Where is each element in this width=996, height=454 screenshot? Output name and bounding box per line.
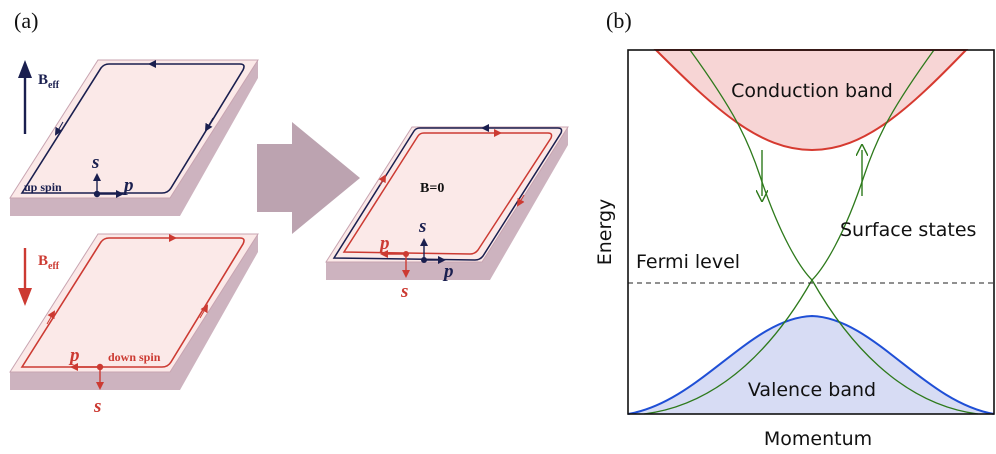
band-plot-frame <box>627 49 995 415</box>
up-spin-label: up spin <box>24 180 62 194</box>
bottom-plate <box>9 233 259 390</box>
valence-band-region <box>628 316 994 414</box>
momentum-axis-label: Momentum <box>764 428 872 450</box>
top-p-label: p <box>122 175 134 196</box>
combined-p-left-label: p <box>378 233 390 254</box>
combined-plate <box>325 124 569 280</box>
combined-p-right-label: p <box>442 261 454 282</box>
valence-band-curve <box>627 314 995 415</box>
beff-down-label: Beff <box>38 253 60 272</box>
energy-axis-label: Energy <box>594 199 616 266</box>
beff-down-arrow <box>18 248 32 306</box>
conduction-band-label: Conduction band <box>731 80 893 102</box>
panel-b-label: (b) <box>606 8 632 33</box>
beff-up-arrow <box>18 60 32 134</box>
down-spin-label: down spin <box>108 350 161 364</box>
surface-state-curve-right <box>643 49 935 415</box>
conduction-band-region <box>653 49 969 152</box>
transition-block-arrow <box>257 122 360 234</box>
beff-up-label: Beff <box>38 72 60 91</box>
bottom-p-label: p <box>68 345 80 366</box>
top-s-label: s <box>91 152 99 173</box>
bottom-s-label: s <box>93 396 101 417</box>
surface-states-label: Surface states <box>840 219 976 241</box>
valence-band-label: Valence band <box>748 379 876 401</box>
surface-state-curve-left <box>689 49 979 415</box>
combined-s-bottom-label: s <box>400 281 408 302</box>
combined-s-top-label: s <box>418 216 426 237</box>
panel-a-label: (a) <box>14 8 38 33</box>
fermi-level-label: Fermi level <box>636 251 740 273</box>
b-zero-label: B=0 <box>420 181 444 196</box>
top-plate <box>9 59 259 216</box>
